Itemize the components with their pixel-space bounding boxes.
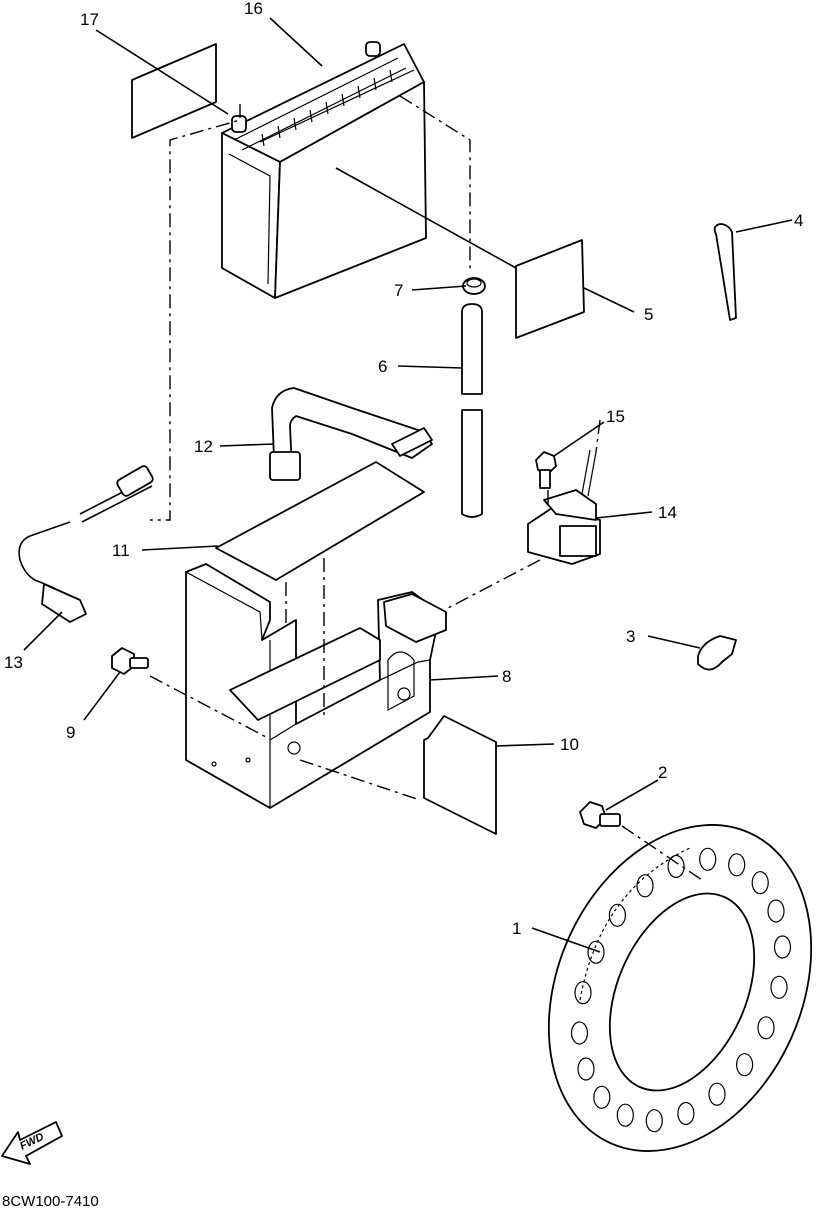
part-4-hook[interactable] xyxy=(713,223,737,321)
part-9-bolt[interactable] xyxy=(111,647,149,675)
part-7-clamp[interactable] xyxy=(462,277,486,295)
callout-12: 12 xyxy=(194,437,213,456)
disc-hole xyxy=(636,874,654,898)
callout-6: 6 xyxy=(378,357,387,376)
disc-hole xyxy=(667,854,685,879)
diagram-code: 8CW100-7410 xyxy=(2,1193,99,1210)
part-12-battery-band[interactable] xyxy=(269,387,433,481)
disc-hole xyxy=(728,853,746,877)
disc-hole xyxy=(574,981,592,1005)
part-8-battery-box[interactable] xyxy=(185,563,447,809)
part-5-label[interactable] xyxy=(515,239,585,339)
part-16-battery[interactable] xyxy=(221,41,427,299)
disc-hole xyxy=(708,1082,726,1106)
callout-3: 3 xyxy=(626,627,635,646)
disc-hole xyxy=(577,1057,595,1081)
callout-labels: 17 16 4 7 5 6 15 12 14 11 3 13 8 9 10 2 … xyxy=(4,0,803,938)
disc-hole xyxy=(770,975,788,999)
callout-11: 11 xyxy=(112,541,130,560)
callout-1: 1 xyxy=(512,919,521,938)
leader-lines xyxy=(23,17,793,953)
disc-hole xyxy=(773,935,792,959)
fwd-arrow-icon: FWD xyxy=(1,1121,63,1165)
disc-hole xyxy=(767,899,785,923)
disc-hole xyxy=(699,847,717,871)
part-6-breather-hose[interactable] xyxy=(461,303,483,518)
disc-hole xyxy=(751,871,769,895)
callout-7: 7 xyxy=(394,281,403,300)
part-15-bolt[interactable] xyxy=(535,451,557,489)
part-14-starter-relay[interactable] xyxy=(527,449,601,565)
assembly-lines xyxy=(149,95,703,881)
disc-hole xyxy=(608,903,627,927)
disc-hole xyxy=(616,1103,634,1127)
disc-hole xyxy=(757,1016,775,1040)
callout-2: 2 xyxy=(658,763,667,782)
part-11-battery-pad[interactable] xyxy=(215,461,425,581)
disc-hole xyxy=(677,1101,695,1126)
disc-hole xyxy=(593,1085,611,1109)
callout-5: 5 xyxy=(644,305,653,324)
part-3-clip[interactable] xyxy=(697,635,737,671)
part-10-cover[interactable] xyxy=(423,715,497,835)
callout-4: 4 xyxy=(794,211,803,230)
part-1-gear-disc[interactable] xyxy=(499,783,819,1193)
disc-hole xyxy=(735,1053,754,1077)
callout-8: 8 xyxy=(502,667,511,686)
disc-hole xyxy=(570,1021,589,1045)
part-2-bolt[interactable] xyxy=(579,801,621,829)
callout-14: 14 xyxy=(658,503,677,522)
callout-13: 13 xyxy=(4,653,23,672)
disc-hole xyxy=(645,1109,663,1133)
disc-hole xyxy=(587,940,605,964)
callout-17: 17 xyxy=(80,10,99,29)
callout-15: 15 xyxy=(606,407,625,426)
callout-16: 16 xyxy=(244,0,263,18)
part-13-lead-wire[interactable] xyxy=(18,465,154,623)
callout-10: 10 xyxy=(560,735,579,754)
callout-9: 9 xyxy=(66,723,75,742)
part-17-caution-label[interactable] xyxy=(131,43,217,139)
